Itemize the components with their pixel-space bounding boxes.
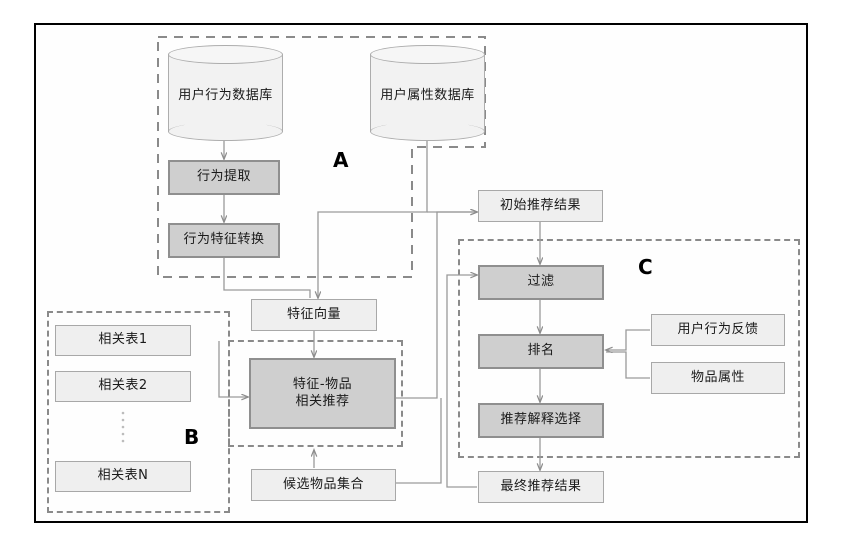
cylinder-bottom [168, 122, 283, 141]
node-relation-table-1[interactable]: 相关表1 [55, 325, 191, 356]
cylinder-body [370, 54, 485, 132]
node-relation-table-n[interactable]: 相关表N [55, 461, 191, 492]
node-behavior-feature-transform[interactable]: 行为特征转换 [168, 223, 280, 258]
node-feature-item-recommend-line2: 相关推荐 [295, 393, 350, 409]
node-final-recommend-result[interactable]: 最终推荐结果 [478, 471, 604, 503]
node-behavior-extract[interactable]: 行为提取 [168, 160, 280, 195]
node-feature-item-recommend-line1: 特征-物品 [292, 377, 353, 393]
node-user-behavior-db[interactable]: 用户行为数据库 [168, 45, 283, 141]
node-user-attribute-db[interactable]: 用户属性数据库 [370, 45, 485, 141]
node-feature-item-recommend[interactable]: 特征-物品 相关推荐 [249, 358, 396, 429]
node-candidate-item-set[interactable]: 候选物品集合 [251, 469, 396, 501]
node-recommend-explanation-select[interactable]: 推荐解释选择 [478, 403, 604, 438]
node-item-attribute[interactable]: 物品属性 [651, 362, 785, 394]
node-relation-table-2[interactable]: 相关表2 [55, 371, 191, 402]
group-a-label: A [333, 148, 349, 172]
relation-table-ellipsis [110, 409, 136, 445]
group-c-label: C [638, 255, 653, 279]
node-feature-vector[interactable]: 特征向量 [251, 299, 377, 331]
node-user-attribute-db-label: 用户属性数据库 [380, 87, 475, 103]
node-initial-recommend-result[interactable]: 初始推荐结果 [478, 190, 603, 222]
node-user-behavior-db-label: 用户行为数据库 [178, 87, 273, 103]
cylinder-body [168, 54, 283, 132]
vertical-dots-icon [121, 411, 125, 443]
node-rank[interactable]: 排名 [478, 334, 604, 369]
cylinder-top [168, 45, 283, 64]
node-filter[interactable]: 过滤 [478, 265, 604, 300]
cylinder-top [370, 45, 485, 64]
group-b-label: B [184, 425, 200, 449]
node-user-behavior-feedback[interactable]: 用户行为反馈 [651, 314, 785, 346]
cylinder-bottom [370, 122, 485, 141]
